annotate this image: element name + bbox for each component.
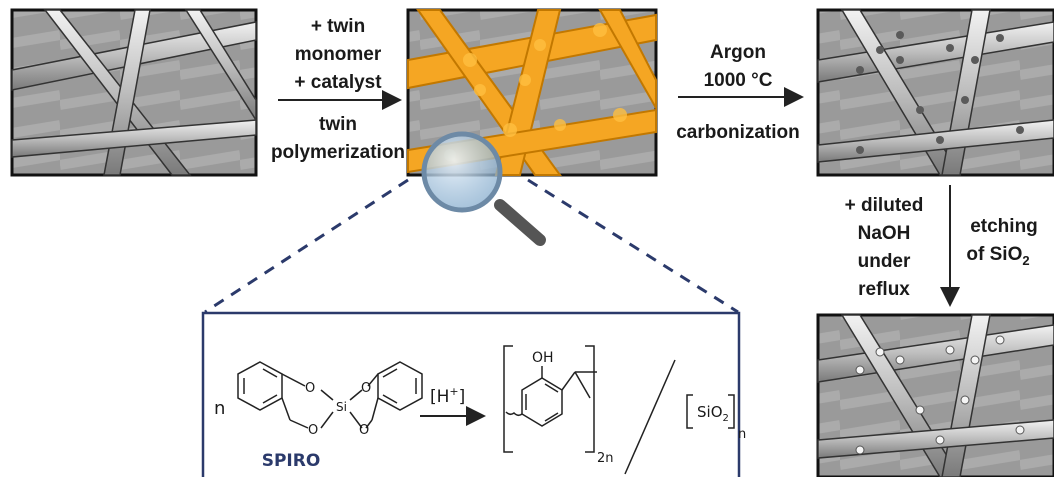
silica-formula: SiO2: [697, 403, 729, 424]
step4-label: etching of SiO2: [966, 216, 1037, 268]
o-atom-2: O: [308, 423, 318, 438]
catalyst-sup: +: [449, 385, 458, 398]
step1-line5: polymerization: [271, 142, 405, 163]
zoom-line-right: [527, 178, 739, 314]
step4-line2-sub: 2: [1022, 253, 1029, 268]
step3-line2: NaOH: [858, 223, 911, 244]
catalyst-label: [H+]: [430, 385, 465, 407]
step2-line3: carbonization: [676, 122, 800, 143]
silica-n: n: [738, 427, 746, 442]
panel-fibers: [10, 8, 258, 177]
zoom-line-left: [204, 178, 409, 314]
catalyst-close: ]: [459, 387, 466, 407]
monomer-coefficient: n: [214, 398, 225, 419]
oh-group: OH: [532, 350, 554, 366]
step1-line1: + twin: [311, 16, 365, 37]
reaction-labels: n Si O O O O SPIRO [H+] OH 2n SiO2 n: [214, 350, 746, 471]
reaction-frame: [201, 311, 741, 477]
step1-line2: monomer: [295, 44, 382, 65]
step2-line2: 1000 °C: [704, 70, 773, 91]
step4-line2: of SiO2: [966, 244, 1029, 268]
step1-label: + twin monomer + catalyst twin polymeriz…: [271, 16, 405, 163]
o-atom-3: O: [361, 381, 371, 396]
panel-carbonized: [816, 8, 1054, 177]
o-atom-1: O: [305, 381, 315, 396]
catalyst-main: [H: [430, 387, 449, 407]
step3-line4: reflux: [858, 279, 910, 300]
step3-line1: + diluted: [845, 195, 924, 216]
si-atom: Si: [336, 400, 347, 414]
step2-label: Argon 1000 °C carbonization: [676, 42, 800, 143]
silica-main: SiO: [697, 403, 723, 421]
step3-label: + diluted NaOH under reflux: [845, 195, 924, 300]
magnifier-icon: [421, 131, 546, 246]
spiro-structure: [237, 361, 423, 429]
polymer-subscript: 2n: [597, 451, 614, 466]
step2-line1: Argon: [710, 42, 766, 63]
step4-line1: etching: [970, 216, 1038, 237]
step1-line3: + catalyst: [294, 72, 382, 93]
step4-line2-main: of SiO: [966, 244, 1022, 265]
polymer-structure: [503, 345, 735, 475]
panel-etched: [816, 313, 1054, 477]
silica-sub: 2: [723, 413, 729, 424]
step1-line4: twin: [319, 114, 357, 135]
step3-line3: under: [858, 251, 911, 272]
spiro-label: SPIRO: [262, 451, 321, 471]
o-atom-4: O: [359, 423, 369, 438]
